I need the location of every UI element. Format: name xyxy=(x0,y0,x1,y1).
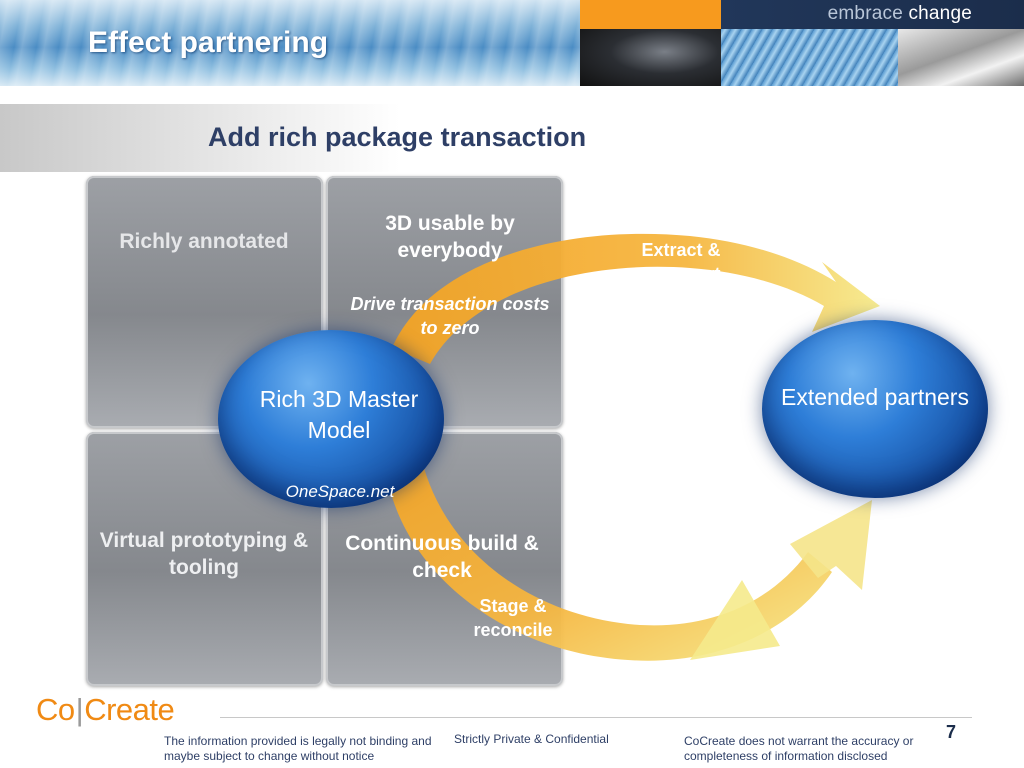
label-master-model: Rich 3D Master Model xyxy=(259,386,419,443)
label-virtual-prototyping: Virtual prototyping & tooling xyxy=(99,529,309,579)
label-continuous-build: Continuous build & check xyxy=(345,532,539,582)
brand-bar: embrace change xyxy=(721,0,1024,29)
arrowhead-bottom-tip xyxy=(690,580,780,660)
footer-confidential: Strictly Private & Confidential xyxy=(454,732,609,746)
footer-disclaimer-left: The information provided is legally not … xyxy=(164,734,432,763)
sphere-master-model xyxy=(218,330,444,508)
footer-divider xyxy=(220,717,972,718)
logo-separator: | xyxy=(75,692,84,727)
banner-texture xyxy=(0,0,580,86)
label-extended-partners: Extended partners xyxy=(781,384,969,410)
page-number: 7 xyxy=(946,722,957,742)
logo-create: Create xyxy=(84,692,175,727)
subtitle-band xyxy=(0,104,400,172)
footer-disclaimer-right: CoCreate does not warrant the accuracy o… xyxy=(684,734,914,763)
arrowhead-stage-reconcile xyxy=(790,500,872,590)
arrow-stage-reconcile xyxy=(386,440,832,661)
label-richly-annotated: Richly annotated xyxy=(119,230,289,253)
label-extract-transport: Extract & transport xyxy=(641,240,721,284)
accent-bar xyxy=(580,0,721,29)
deck-title: Effect partnering xyxy=(88,26,329,59)
label-drive-transaction: Drive transaction costs to zero xyxy=(350,294,550,338)
header-banner: Effect partnering embrace change xyxy=(0,0,1024,86)
banner-photo-lines xyxy=(721,29,898,86)
label-usable-by-everybody: 3D usable by everybody xyxy=(385,212,515,262)
banner-photo-machine xyxy=(898,29,1024,86)
banner-photo-device xyxy=(580,29,721,86)
arrow-extract-transport xyxy=(392,233,880,364)
sphere-extended-partners xyxy=(762,320,988,498)
slide-subtitle: Add rich package transaction xyxy=(208,122,587,152)
label-stage-reconcile: Stage & reconcile xyxy=(473,596,553,640)
cocreate-logo: Co|Create xyxy=(36,692,175,728)
logo-co: Co xyxy=(36,692,75,727)
label-onespace: OneSpace.net xyxy=(285,482,395,501)
tagline-embrace: embrace xyxy=(827,3,903,24)
tagline-change: change xyxy=(908,3,972,24)
tagline: embrace change xyxy=(828,3,972,25)
